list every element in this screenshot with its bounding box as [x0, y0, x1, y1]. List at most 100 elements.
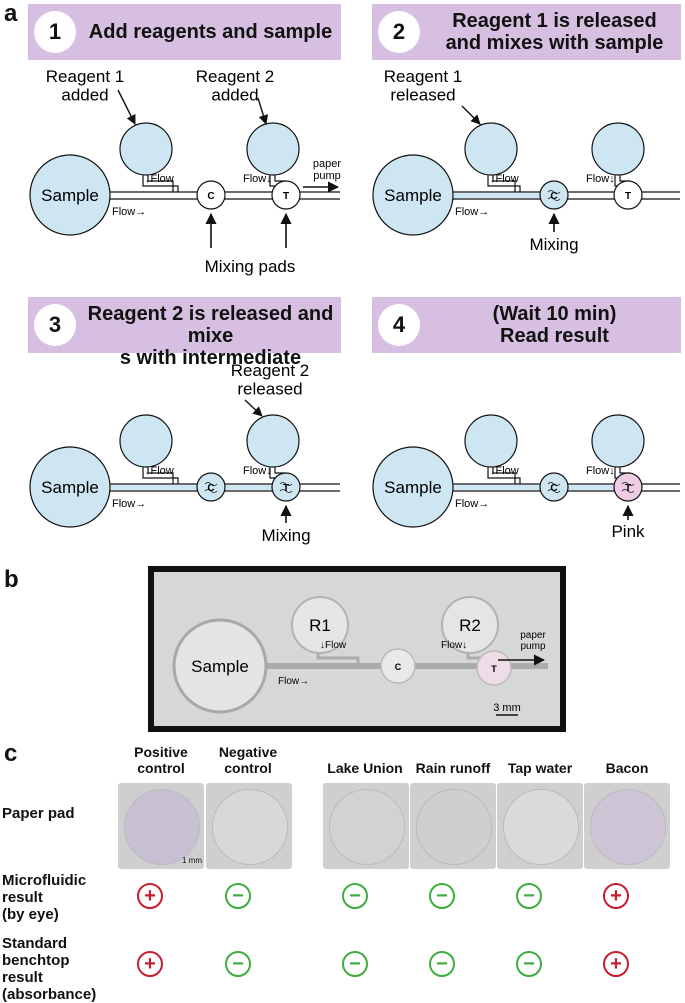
b-flow-down-2: Flow↓	[441, 640, 467, 651]
benchtop-result-negative-icon: −	[429, 951, 455, 977]
pad-image-positive: 1 mm	[118, 783, 204, 869]
pad-image-tap	[497, 783, 583, 869]
step-1-device	[29, 89, 340, 248]
pad-c-label-1: C	[207, 191, 214, 202]
flow-down-label-2b: Flow↓	[586, 173, 615, 185]
flow-down-label-1b: Flow↓	[243, 173, 272, 185]
microfluidic-result-negative-icon: −	[516, 883, 542, 909]
microfluidic-result-negative-icon: −	[429, 883, 455, 909]
b-scale-label: 3 mm	[493, 702, 521, 714]
panel-c-letter: c	[4, 740, 18, 767]
b-paper-pump-label-line-1: paper	[520, 630, 546, 641]
col-head-rain: Rain runoff	[415, 760, 491, 776]
reagent2-released-label-line-1: Reagent 2	[231, 361, 309, 380]
pad-scale-label: 1 mm	[182, 856, 202, 865]
panel-a-letter: a	[4, 0, 18, 27]
flow-label-4: Flow→	[455, 498, 489, 510]
reagent2-added-label-line-1: Reagent 2	[196, 67, 274, 86]
b-flow-down-1: ↓Flow	[320, 640, 347, 651]
benchtop-result-negative-icon: −	[342, 951, 368, 977]
reagent-2-blister	[246, 122, 300, 176]
sample-label-1: Sample	[41, 186, 99, 205]
microfluidic-result-positive-icon: +	[137, 883, 163, 909]
pad-image-negative	[206, 783, 292, 869]
sample-reservoir-1	[29, 154, 111, 236]
paper-pump-label-1-line-1: paper	[313, 158, 341, 170]
microfluidic-result-negative-icon: −	[342, 883, 368, 909]
reagent-1-blister	[119, 122, 173, 176]
col-head-tap: Tap water	[507, 760, 573, 776]
step-4-number: 4	[378, 304, 420, 346]
col-head-lake: Lake Union	[327, 760, 403, 776]
b-paper-pump-label-line-2: pump	[520, 641, 545, 652]
mixing-label-2: Mixing	[529, 235, 578, 254]
reagent1-added-label-line-2: added	[61, 86, 108, 105]
pad-disc-6	[590, 789, 666, 865]
pad-image-bacon	[584, 783, 670, 869]
pad-c-label-4: C	[550, 483, 557, 494]
step-4-device	[372, 414, 680, 528]
sample-label-4: Sample	[384, 478, 442, 497]
pad-disc-2	[212, 789, 288, 865]
sample-label-2: Sample	[384, 186, 442, 205]
pad-t-label-4: T	[625, 483, 631, 494]
pad-c-label-2: C	[550, 191, 557, 202]
sample-label-3: Sample	[41, 478, 99, 497]
reagent1-added-label-line-1: Reagent 1	[46, 67, 124, 86]
flow-down-label-1a: ↓Flow	[145, 173, 174, 185]
step-2-number: 2	[378, 11, 420, 53]
pad-disc-5	[503, 789, 579, 865]
step-2-device	[372, 105, 680, 236]
flow-down-label-4b: Flow↓	[586, 465, 615, 477]
mixing-pads-label: Mixing pads	[205, 257, 296, 276]
pad-t-label-1: T	[283, 191, 289, 202]
flow-label-2: Flow→	[455, 206, 489, 218]
step-1-title: Add reagents and sample	[88, 21, 333, 43]
benchtop-result-negative-icon: −	[225, 951, 251, 977]
pink-label: Pink	[611, 522, 645, 541]
mixing-pad-t	[271, 180, 301, 210]
flow-label-1: Flow→	[112, 206, 146, 218]
pad-image-lake	[323, 783, 409, 869]
step-4-banner: 4 (Wait 10 min)Read result	[372, 297, 681, 353]
benchtop-result-negative-icon: −	[516, 951, 542, 977]
step-1-number: 1	[34, 11, 76, 53]
pad-disc-3	[329, 789, 405, 865]
microfluidic-result-positive-icon: +	[603, 883, 629, 909]
mixing-label-3: Mixing	[261, 526, 310, 545]
microfluidic-result-negative-icon: −	[225, 883, 251, 909]
b-t-label: T	[491, 664, 497, 674]
step-1-banner: 1 Add reagents and sample	[28, 4, 341, 60]
b-sample-label: Sample	[191, 657, 249, 676]
flow-down-label-3a: ↓Flow	[145, 465, 174, 477]
flow-down-label-4a: ↓Flow	[490, 465, 519, 477]
step-4-title: (Wait 10 min)Read result	[492, 303, 617, 347]
paper-pump-label-1-line-2: pump	[313, 170, 341, 182]
flow-label-3: Flow→	[112, 498, 146, 510]
flow-down-label-3b: Flow↓	[243, 465, 272, 477]
pad-image-rain	[410, 783, 496, 869]
reagent1-released-label-line-2: released	[390, 86, 455, 105]
b-r1-label: R1	[309, 616, 331, 635]
benchtop-result-positive-icon: +	[603, 951, 629, 977]
pad-t-label-3: T	[283, 483, 289, 494]
row-label-paper-pad: Paper pad	[2, 805, 75, 822]
mixing-pad-c	[196, 180, 226, 210]
col-head-bacon: Bacon	[605, 760, 649, 776]
flow-down-label-2a: ↓Flow	[490, 173, 519, 185]
panel-b-letter: b	[4, 566, 19, 593]
